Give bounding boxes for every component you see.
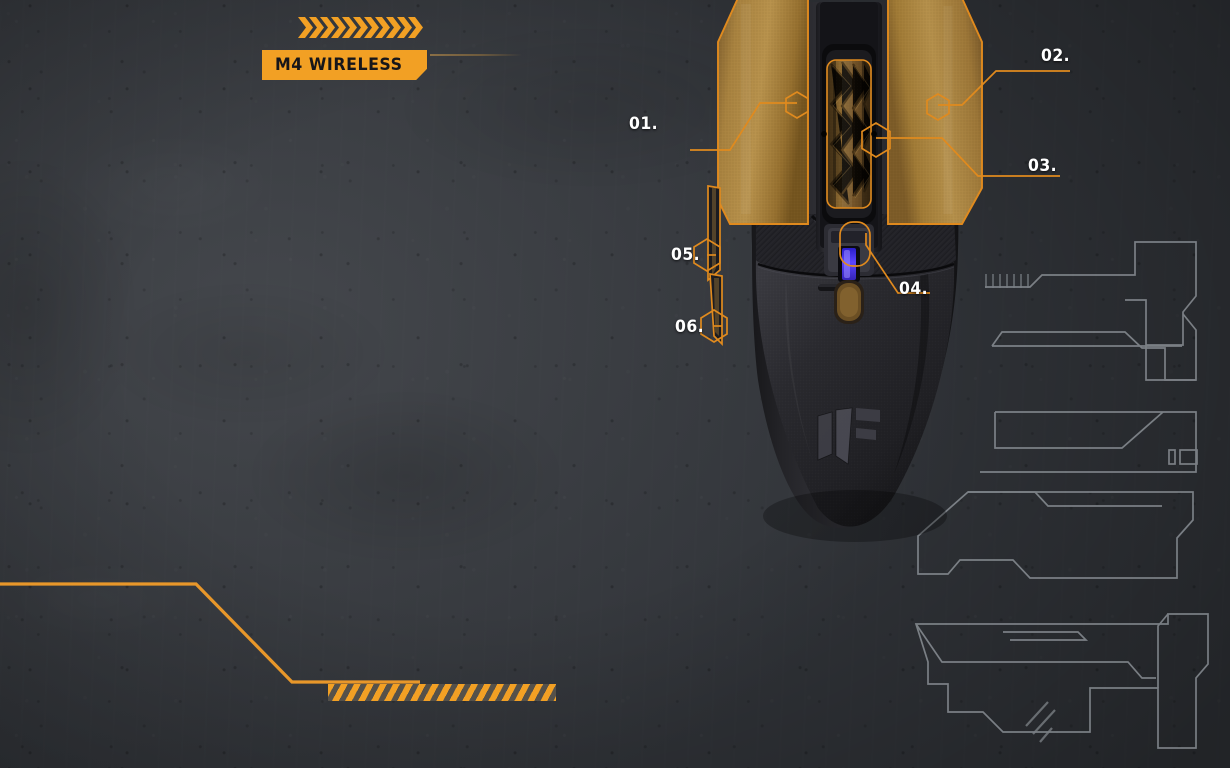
blueprint-panel-3 <box>980 411 1197 473</box>
callout-05-leader <box>693 238 721 272</box>
callout-03-hexagon-marker <box>861 122 891 158</box>
callout-label-05: 05. <box>671 245 701 265</box>
side-button-back-face <box>714 278 719 336</box>
callout-04-rounded-rect-marker <box>839 221 871 267</box>
blueprint-port-b <box>1179 449 1198 465</box>
blueprint-panel-1 <box>985 241 1197 346</box>
blueprint-panel-5-side <box>1157 613 1169 688</box>
palm-shadow <box>894 274 930 474</box>
callout-01-leader <box>690 91 809 151</box>
palm-rest-texture <box>755 260 955 527</box>
title-block: M4 WIRELESS <box>262 14 522 84</box>
blueprint-panel-2-box <box>1145 346 1196 381</box>
blueprint-panel-5 <box>914 613 1209 749</box>
hazard-stripe-bar <box>328 684 556 701</box>
mouse-render <box>690 0 1020 568</box>
callout-05-hexagon-marker <box>693 238 721 272</box>
callout-label-02: 02. <box>1041 46 1071 66</box>
callout-02-leader <box>926 70 1070 121</box>
mouse-drop-shadow <box>763 490 947 542</box>
side-button-forward-face <box>712 188 716 276</box>
blueprint-panel-4 <box>917 491 1194 579</box>
scroll-wheel <box>827 60 871 208</box>
blueprint-port-a <box>1168 449 1176 465</box>
callout-label-03: 03. <box>1028 156 1058 176</box>
stepped-accent-line <box>0 582 420 684</box>
callout-06-hexagon-marker <box>700 309 728 343</box>
blueprint-panel-5-notch <box>1003 631 1089 641</box>
blueprint-panel-5-inner <box>915 623 1156 679</box>
left-click-highlight-outline <box>717 0 809 225</box>
blueprint-panel-3-inner <box>994 411 1164 449</box>
callout-label-01: 01. <box>629 114 659 134</box>
callout-label-06: 06. <box>675 317 705 337</box>
blueprint-panel-2 <box>991 313 1197 381</box>
product-title-text: M4 WIRELESS <box>275 55 403 75</box>
wheel-axle-left <box>821 131 827 137</box>
chevron-arrows-right-icon <box>298 17 423 38</box>
product-title-banner: M4 WIRELESS <box>262 50 427 80</box>
callout-06-leader <box>700 309 728 343</box>
blueprint-hatch <box>1025 701 1056 743</box>
callout-04-leader <box>839 221 930 294</box>
right-click-highlight-outline <box>887 0 983 225</box>
title-rule <box>430 54 522 56</box>
tuf-logo <box>817 407 880 465</box>
side-button-forward-outline <box>707 184 721 282</box>
callout-02-hexagon-marker <box>926 93 950 121</box>
blueprint-panel-4-inner <box>968 491 1162 507</box>
wheel-axle-right <box>871 131 877 137</box>
left-click-texture <box>718 0 808 224</box>
blueprint-tick-marks <box>985 274 1029 288</box>
callout-label-04: 04. <box>899 279 929 299</box>
callout-01-hexagon-marker <box>785 91 809 119</box>
palm-highlight <box>785 278 826 494</box>
dpi-button-top <box>840 287 858 317</box>
right-click-texture <box>888 0 982 224</box>
side-button-back-outline <box>709 272 723 347</box>
callout-03-leader <box>861 122 1060 177</box>
